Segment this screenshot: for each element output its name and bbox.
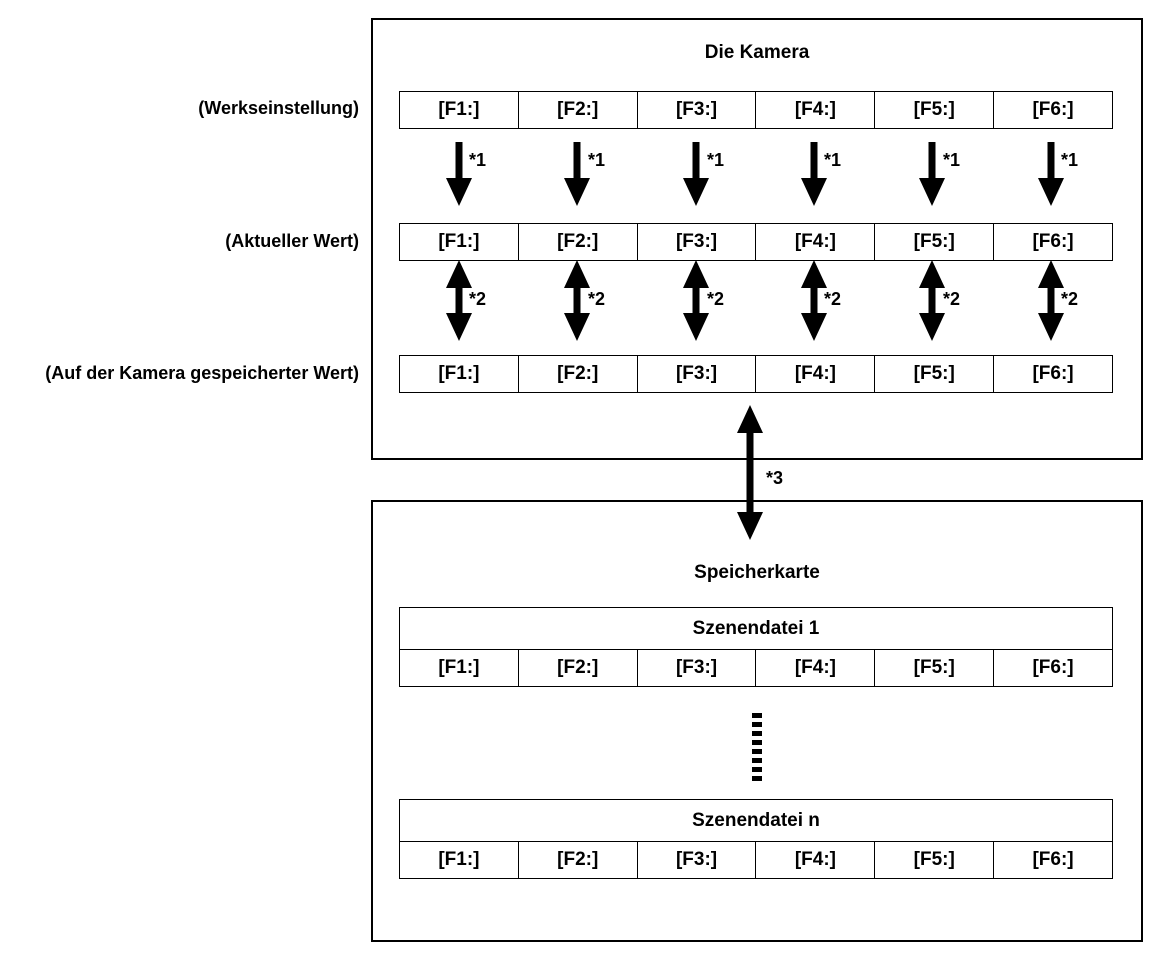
scenen-cell-f4: [F4:]	[756, 842, 876, 878]
note-3: *3	[766, 468, 784, 488]
camera-title: Die Kamera	[704, 42, 810, 63]
camera-box	[371, 18, 1143, 460]
current-row: [F1:] [F2:] [F3:] [F4:] [F5:] [F6:]	[399, 223, 1113, 261]
scene-file-1-row: [F1:] [F2:] [F3:] [F4:] [F5:] [F6:]	[399, 649, 1113, 687]
current-cell-f4: [F4:]	[756, 224, 876, 260]
factory-cell-f5: [F5:]	[875, 92, 995, 128]
factory-to-current-arrow-4	[801, 142, 827, 206]
saved-row: [F1:] [F2:] [F3:] [F4:] [F5:] [F6:]	[399, 355, 1113, 393]
row-label-factory: (Werkseinstellung)	[198, 98, 359, 118]
factory-row: [F1:] [F2:] [F3:] [F4:] [F5:] [F6:]	[399, 91, 1113, 129]
note-2-col6: *2	[1061, 289, 1079, 309]
current-saved-arrow-2	[564, 260, 590, 341]
ellipsis-dash-4	[752, 740, 762, 745]
note-2-col1: *2	[469, 289, 487, 309]
current-cell-f3: [F3:]	[638, 224, 757, 260]
factory-to-current-arrow-1	[446, 142, 472, 206]
ellipsis-dash-1	[752, 713, 762, 718]
note-2-col5: *2	[943, 289, 961, 309]
saved-cell-f2: [F2:]	[519, 356, 638, 392]
note-1-col1: *1	[469, 150, 487, 170]
factory-cell-f3: [F3:]	[638, 92, 757, 128]
scenen-cell-f5: [F5:]	[875, 842, 995, 878]
note-2-col2: *2	[588, 289, 606, 309]
scene1-cell-f5: [F5:]	[875, 650, 995, 686]
ellipsis-dash-5	[752, 749, 762, 754]
scene-file-n-row: [F1:] [F2:] [F3:] [F4:] [F5:] [F6:]	[399, 841, 1113, 879]
note-1-col6: *1	[1061, 150, 1079, 170]
saved-cell-f6: [F6:]	[1032, 363, 1074, 384]
row-label-saved: (Auf der Kamera gespeicherter Wert)	[45, 363, 359, 383]
scene1-cell-f1: [F1:]	[400, 650, 519, 686]
ellipsis-dash-7	[752, 767, 762, 772]
note-1-col4: *1	[824, 150, 842, 170]
note-2-col3: *2	[707, 289, 725, 309]
row-label-current: (Aktueller Wert)	[225, 231, 359, 251]
scenen-cell-f1: [F1:]	[400, 842, 519, 878]
scene1-cell-f4: [F4:]	[756, 650, 876, 686]
ellipsis-dash-2	[752, 722, 762, 727]
ellipsis-dash-8	[752, 776, 762, 781]
factory-to-current-arrow-3	[683, 142, 709, 206]
factory-cell-f1: [F1:]	[400, 92, 519, 128]
current-saved-arrow-3	[683, 260, 709, 341]
scene-file-1-header: Szenendatei 1	[399, 607, 1113, 649]
scene1-cell-f3: [F3:]	[638, 650, 757, 686]
saved-cell-f4: [F4:]	[756, 356, 876, 392]
factory-cell-f6: [F6:]	[1032, 99, 1074, 120]
saved-cell-f3: [F3:]	[638, 356, 757, 392]
scene1-cell-f6: [F6:]	[1032, 657, 1074, 678]
ellipsis-dash-6	[752, 758, 762, 763]
current-cell-f1: [F1:]	[400, 224, 519, 260]
current-cell-f5: [F5:]	[875, 224, 995, 260]
current-saved-arrow-6	[1038, 260, 1064, 341]
note-1-col3: *1	[707, 150, 725, 170]
scenen-cell-f3: [F3:]	[638, 842, 757, 878]
current-cell-f2: [F2:]	[519, 224, 638, 260]
factory-to-current-arrow-6	[1038, 142, 1064, 206]
factory-to-current-arrow-2	[564, 142, 590, 206]
memory-card-box	[371, 500, 1143, 942]
scenen-cell-f6: [F6:]	[1032, 849, 1074, 870]
scene1-cell-f2: [F2:]	[519, 650, 638, 686]
memory-card-title: Speicherkarte	[694, 562, 820, 583]
scene-file-n-header: Szenendatei n	[399, 799, 1113, 841]
saved-cell-f5: [F5:]	[875, 356, 995, 392]
factory-cell-f2: [F2:]	[519, 92, 638, 128]
current-cell-f6: [F6:]	[1032, 231, 1074, 252]
current-saved-arrow-4	[801, 260, 827, 341]
saved-cell-f1: [F1:]	[400, 356, 519, 392]
note-1-col2: *1	[588, 150, 606, 170]
ellipsis-dash-3	[752, 731, 762, 736]
note-1-col5: *1	[943, 150, 961, 170]
camera-card-arrow	[737, 405, 763, 540]
note-2-col4: *2	[824, 289, 842, 309]
current-saved-arrow-5	[919, 260, 945, 341]
factory-to-current-arrow-5	[919, 142, 945, 206]
scenen-cell-f2: [F2:]	[519, 842, 638, 878]
factory-cell-f4: [F4:]	[756, 92, 876, 128]
current-saved-arrow-1	[446, 260, 472, 341]
